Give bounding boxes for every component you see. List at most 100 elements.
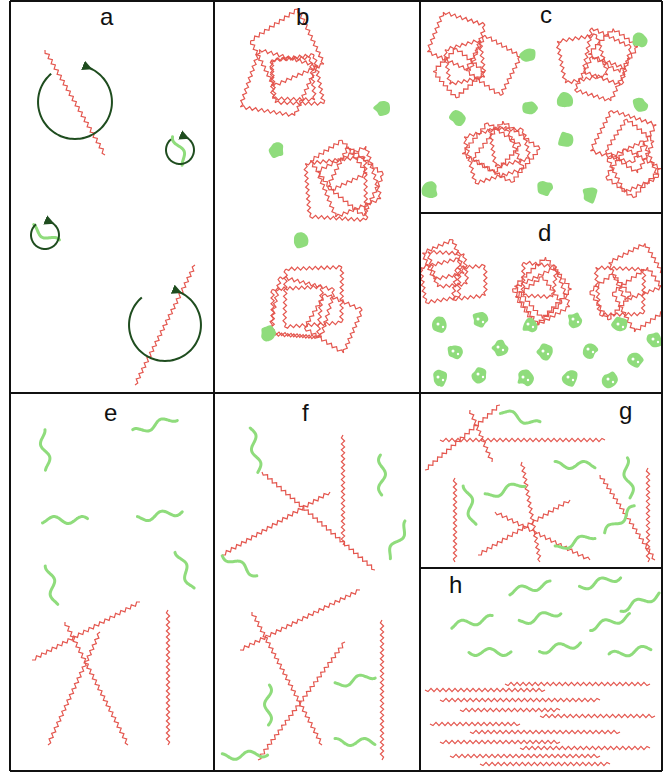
rigid-rod bbox=[592, 56, 626, 68]
rigid-rod bbox=[348, 147, 383, 175]
rigid-rod bbox=[272, 97, 314, 101]
flexible-coil bbox=[43, 517, 88, 524]
rigid-rod bbox=[440, 698, 600, 701]
flexible-coil bbox=[40, 430, 49, 471]
rigid-rod bbox=[32, 602, 140, 660]
collapsed-globule bbox=[492, 340, 509, 357]
rigid-rod bbox=[271, 54, 314, 62]
rigid-rod bbox=[590, 274, 613, 291]
flexible-coil bbox=[579, 578, 620, 589]
rigid-rod bbox=[280, 277, 334, 290]
rigid-rod bbox=[466, 70, 501, 95]
rigid-rod bbox=[520, 746, 650, 749]
panel-border bbox=[213, 1, 215, 771]
collapsed-globule bbox=[523, 318, 538, 333]
collapsed-globule bbox=[627, 353, 644, 368]
rigid-rod bbox=[557, 41, 566, 83]
panel-label: g bbox=[619, 399, 632, 423]
rigid-rod bbox=[611, 110, 656, 125]
rigid-rod bbox=[342, 140, 367, 173]
rigid-rod bbox=[463, 254, 468, 284]
collapsed-globule bbox=[633, 32, 648, 47]
panel-label: e bbox=[104, 401, 117, 425]
rigid-rod bbox=[522, 130, 530, 159]
rigid-rod bbox=[48, 632, 100, 745]
flexible-coil bbox=[137, 511, 182, 520]
rigid-rod bbox=[596, 35, 608, 75]
flexible-coil bbox=[172, 137, 184, 165]
rigid-rod bbox=[521, 262, 525, 295]
rigid-rod bbox=[565, 74, 608, 83]
flexible-coil bbox=[133, 419, 178, 431]
panel-label: h bbox=[449, 573, 462, 597]
flexible-coil bbox=[539, 643, 580, 653]
rigid-rod bbox=[511, 149, 540, 182]
rigid-rod bbox=[430, 722, 520, 725]
flexible-coil bbox=[390, 521, 405, 559]
rigid-rod bbox=[317, 171, 336, 217]
rigid-rod bbox=[317, 287, 323, 338]
collapsed-globule bbox=[449, 110, 466, 126]
rigid-rod bbox=[328, 147, 349, 187]
collapsed-globule bbox=[518, 369, 534, 386]
rigid-rod bbox=[252, 612, 322, 745]
flexible-coil bbox=[379, 455, 386, 495]
rigid-rod bbox=[466, 35, 485, 70]
panel-border bbox=[10, 392, 662, 394]
rigid-rod bbox=[606, 177, 633, 198]
collapsed-globule bbox=[432, 316, 447, 333]
rigid-rod bbox=[284, 321, 341, 328]
flexible-coil bbox=[335, 739, 375, 746]
rigid-rod bbox=[542, 289, 571, 318]
flexible-coil bbox=[250, 428, 261, 472]
rigid-rod bbox=[536, 303, 562, 325]
panel-border bbox=[420, 212, 662, 214]
rigid-rod bbox=[310, 161, 331, 190]
rigid-rod bbox=[621, 47, 631, 85]
panel-border bbox=[661, 1, 663, 771]
rigid-rod bbox=[609, 244, 645, 263]
rigid-rod bbox=[343, 310, 362, 353]
collapsed-globule bbox=[373, 101, 390, 116]
rigid-rod bbox=[240, 590, 360, 650]
collapsed-globule bbox=[519, 49, 535, 62]
flexible-coil bbox=[45, 566, 58, 604]
rigid-rod bbox=[503, 121, 540, 149]
rigid-rod bbox=[505, 682, 650, 685]
rigid-rod bbox=[473, 121, 503, 158]
collapsed-globule bbox=[568, 313, 582, 329]
rigid-rod bbox=[643, 141, 658, 177]
rigid-rod bbox=[480, 762, 610, 765]
rigid-rod bbox=[500, 56, 520, 95]
rigid-rod bbox=[595, 267, 601, 314]
rigid-rod bbox=[609, 263, 626, 300]
rigid-rod bbox=[524, 261, 557, 267]
collapsed-globule bbox=[562, 370, 578, 386]
rigid-rod bbox=[460, 708, 560, 711]
rigid-rod bbox=[273, 285, 323, 290]
rigid-rod bbox=[445, 40, 480, 50]
rigid-rod bbox=[443, 12, 485, 25]
rigid-rod bbox=[251, 9, 298, 41]
rigid-rod bbox=[546, 257, 572, 289]
rigid-rod bbox=[433, 72, 456, 98]
rigid-rod bbox=[494, 146, 520, 173]
panel-border bbox=[10, 770, 662, 772]
rigid-rod bbox=[590, 291, 608, 320]
collapsed-globule bbox=[536, 343, 552, 360]
rigid-rod bbox=[332, 173, 368, 190]
panel-label: b bbox=[296, 5, 309, 29]
rigid-rod bbox=[304, 294, 325, 328]
rigid-rod bbox=[425, 688, 545, 691]
collapsed-globule bbox=[611, 317, 627, 332]
rigid-rod bbox=[608, 296, 631, 320]
rigid-rod bbox=[304, 164, 311, 217]
rigid-rod bbox=[470, 25, 485, 71]
rigid-rod bbox=[286, 266, 342, 271]
collapsed-globule bbox=[422, 181, 438, 198]
rigid-rod bbox=[515, 277, 542, 297]
rigid-rod bbox=[495, 158, 529, 167]
flexible-coil bbox=[265, 685, 272, 725]
rigid-rod bbox=[485, 35, 521, 56]
rigid-rod bbox=[523, 294, 553, 298]
